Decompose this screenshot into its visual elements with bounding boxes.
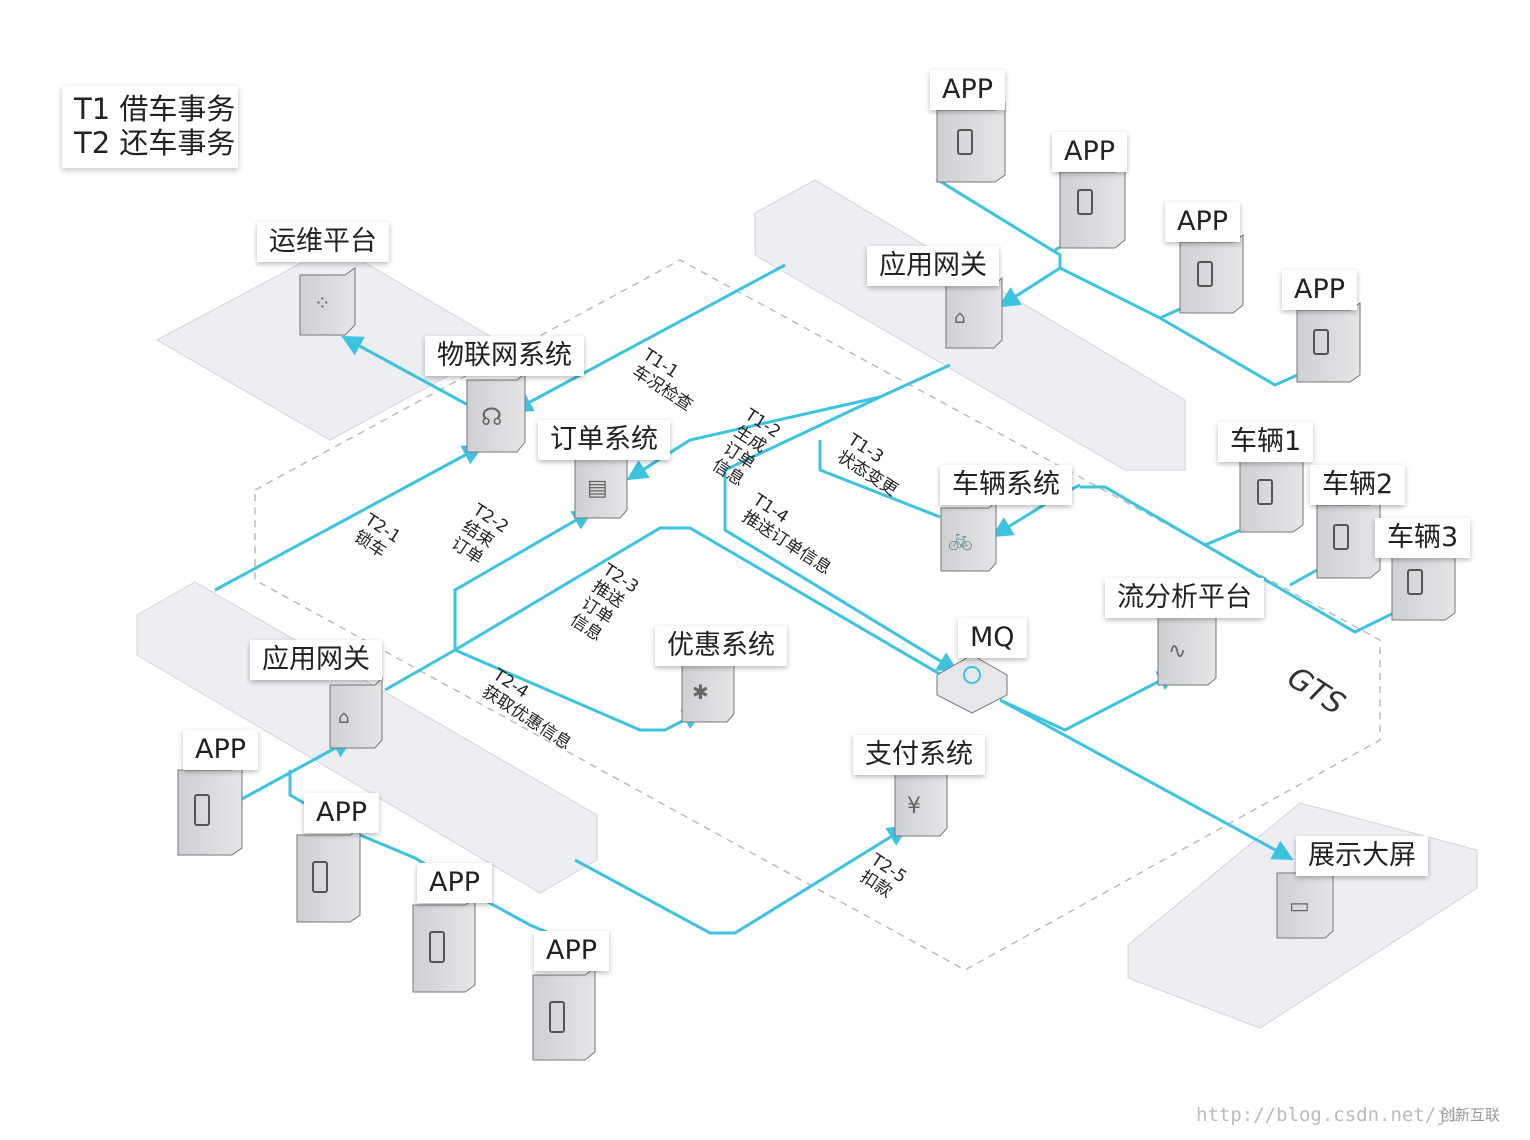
svg-text:🚲: 🚲: [948, 527, 973, 551]
app-label: APP: [534, 931, 610, 971]
vehicle-3-label: 车辆3: [1375, 518, 1471, 558]
gts-region: [254, 259, 1381, 971]
ops-platform-label: 运维平台: [257, 222, 389, 262]
device-boxes: ⁘ ☊ ▤ ⌂ 🚲 ✱ ∿ ¥ ▭ ⌂: [177, 102, 1456, 1061]
brand-logo: 创新互联: [1440, 1106, 1501, 1124]
app-label: APP: [1282, 270, 1358, 310]
svg-text:∿: ∿: [1168, 639, 1186, 664]
vehicle-1-label: 车辆1: [1218, 422, 1314, 462]
gateway-bottom-label: 应用网关: [250, 640, 382, 680]
svg-text:▭: ▭: [1289, 894, 1310, 919]
stream-platform-label: 流分析平台: [1105, 578, 1264, 618]
app-label: APP: [304, 793, 380, 833]
svg-text:⁘: ⁘: [314, 291, 331, 315]
svg-text:⌂: ⌂: [338, 707, 349, 728]
order-system-label: 订单系统: [538, 420, 670, 460]
app-label: APP: [417, 863, 493, 903]
svg-text:✱: ✱: [692, 680, 709, 704]
payment-system-label: 支付系统: [853, 735, 985, 775]
vehicle-2-label: 车辆2: [1310, 465, 1406, 505]
svg-text:⌂: ⌂: [954, 307, 965, 328]
gateway-top-label: 应用网关: [867, 246, 999, 286]
svg-text:¥: ¥: [907, 794, 921, 819]
display-screen-label: 展示大屏: [1296, 836, 1428, 876]
coupon-system-label: 优惠系统: [655, 626, 787, 666]
watermark-url: http://blog.csdn.net/ji: [1196, 1104, 1460, 1126]
app-label: APP: [1052, 132, 1128, 172]
mq-label: MQ: [958, 618, 1027, 658]
svg-text:▤: ▤: [587, 476, 608, 501]
vehicle-system-label: 车辆系统: [940, 465, 1072, 505]
svg-text:☊: ☊: [481, 403, 502, 431]
app-label: APP: [183, 730, 259, 770]
app-label: APP: [930, 70, 1006, 110]
legend-line-1: T1 借车事务: [74, 92, 236, 126]
iot-system-label: 物联网系统: [425, 336, 584, 376]
legend-line-2: T2 还车事务: [74, 126, 236, 160]
app-label: APP: [1165, 202, 1241, 242]
legend: T1 借车事务 T2 还车事务: [62, 86, 238, 168]
